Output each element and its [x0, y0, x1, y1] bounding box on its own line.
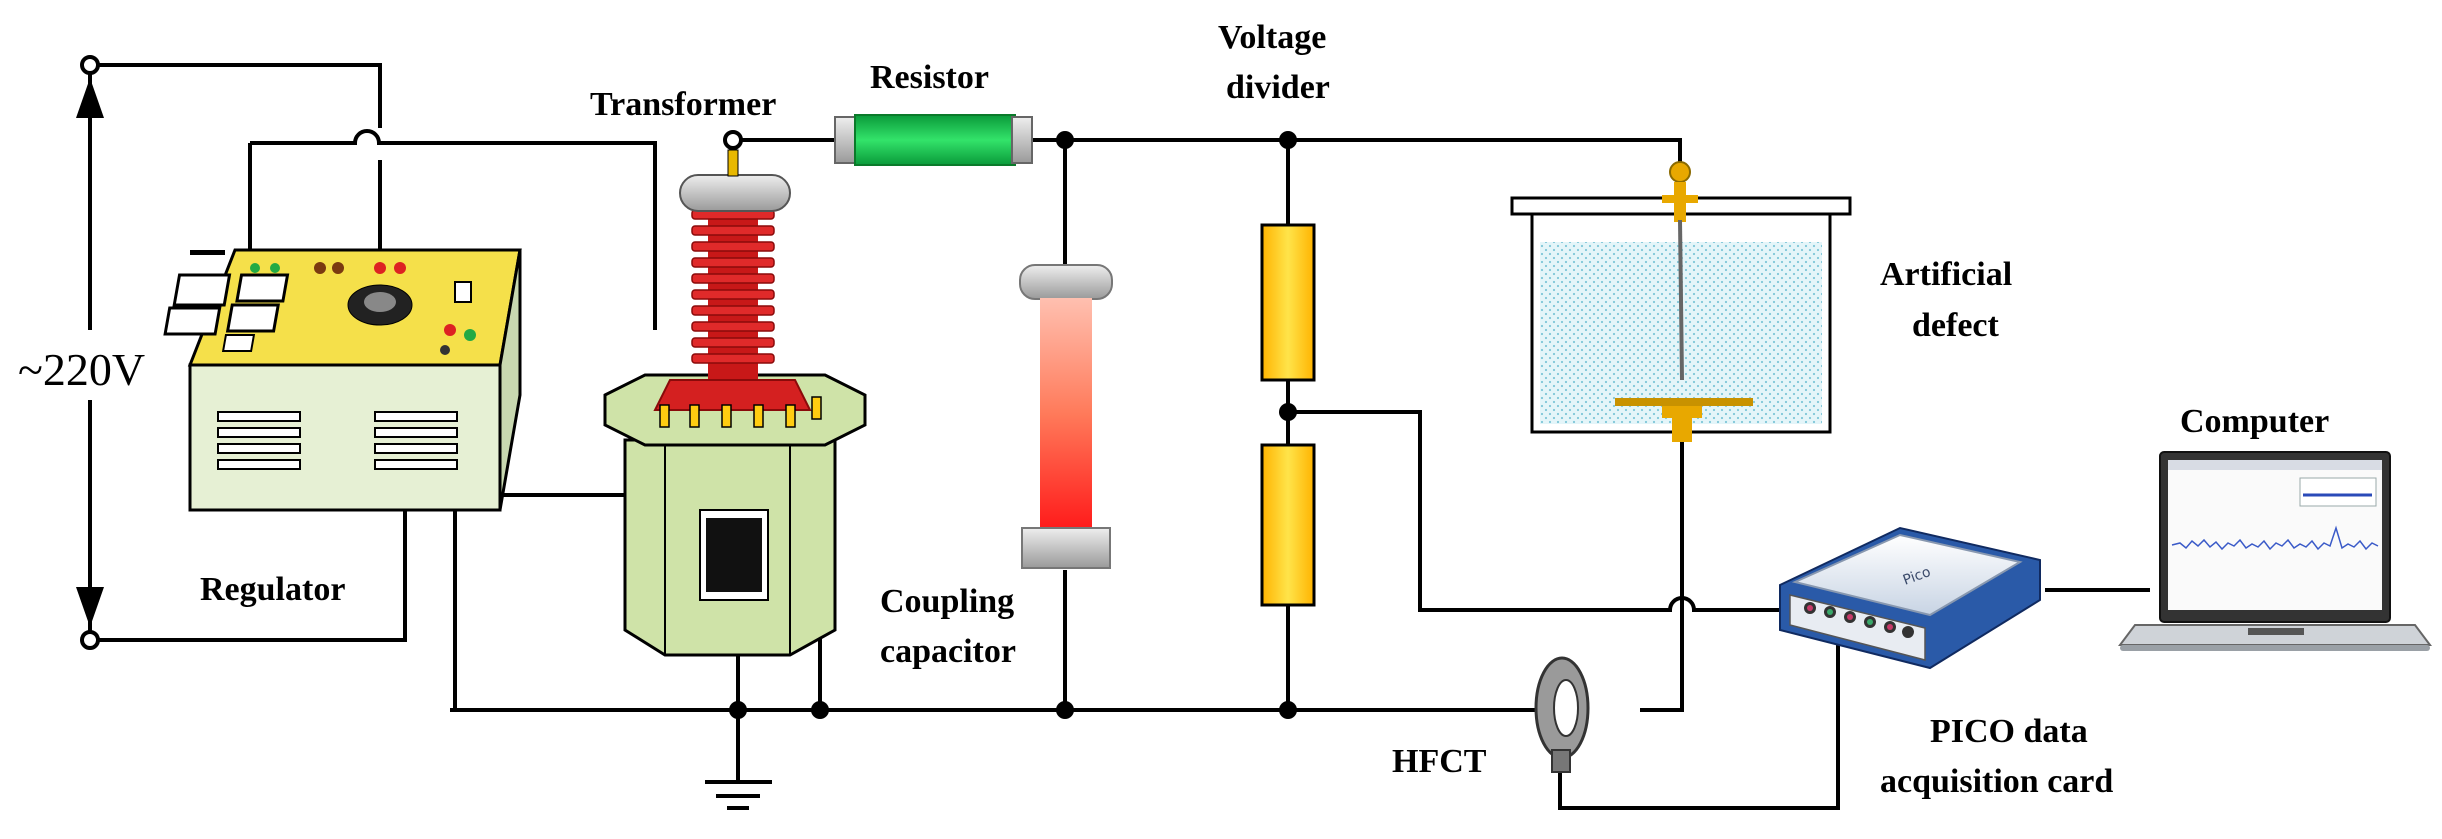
- transformer: [603, 130, 867, 657]
- computer-label: Computer: [2180, 403, 2329, 440]
- artificial-defect-label-line2: defect: [1912, 307, 2000, 344]
- artificial-defect: [1510, 161, 1852, 442]
- source-terminal-top: [80, 55, 100, 75]
- arrow-down-icon: [76, 587, 104, 627]
- computer: [2118, 451, 2432, 651]
- coupling-label-line1: Coupling: [880, 583, 1014, 620]
- resistor-label: Resistor: [870, 59, 989, 96]
- artificial-defect-label-line1: Artificial: [1880, 256, 2012, 293]
- pico-label-line1: PICO data: [1930, 713, 2088, 750]
- hfct: [1534, 656, 1590, 773]
- resistor: [834, 114, 1033, 166]
- voltage-divider: [1260, 223, 1316, 607]
- regulator: [163, 248, 522, 512]
- regulator-label: Regulator: [200, 571, 345, 608]
- transformer-label: Transformer: [590, 86, 776, 123]
- pico-label-line2: acquisition card: [1880, 763, 2113, 800]
- arrow-up-icon: [76, 78, 104, 118]
- source-terminal-bottom: [80, 630, 100, 650]
- voltage-divider-label-line1: Voltage: [1218, 19, 1326, 56]
- ac-source: [30, 55, 150, 650]
- source-voltage-label: ~220V: [18, 344, 145, 395]
- hfct-label: HFCT: [1392, 743, 1487, 780]
- junctions: [729, 131, 1297, 719]
- pico-card: Pico: [1779, 526, 2041, 670]
- coupling-label-line2: capacitor: [880, 633, 1016, 670]
- voltage-divider-label-line2: divider: [1226, 69, 1330, 106]
- coupling-capacitor: [1019, 264, 1113, 569]
